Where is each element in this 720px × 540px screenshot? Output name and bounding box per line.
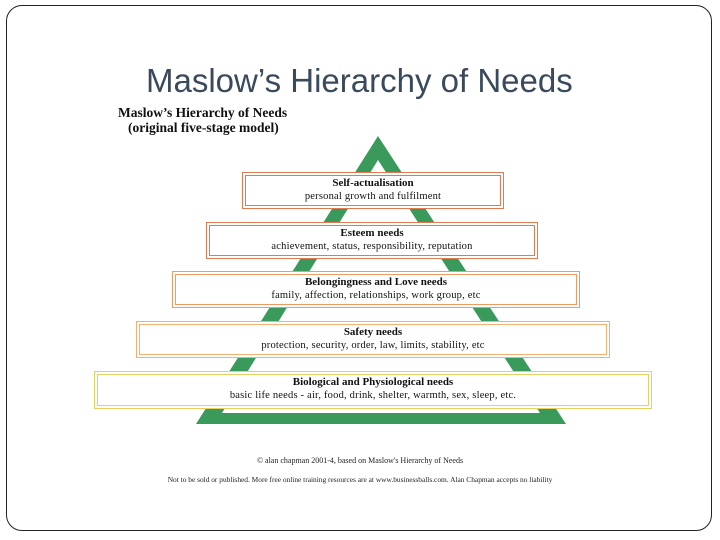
- figure-title: Maslow’s Hierarchy of Needs (original fi…: [118, 105, 287, 135]
- level-safety: Safety needs protection, security, order…: [136, 321, 610, 358]
- level-name: Belongingness and Love needs: [304, 276, 448, 288]
- level-name: Safety needs: [343, 326, 403, 338]
- level-name: Esteem needs: [340, 227, 404, 239]
- level-description: achievement, status, responsibility, rep…: [271, 241, 473, 252]
- credit-line1: © alan chapman 2001-4, based on Maslow's…: [256, 456, 464, 465]
- figure-title-line1: Maslow’s Hierarchy of Needs: [118, 105, 288, 120]
- level-esteem: Esteem needs achievement, status, respon…: [206, 222, 538, 259]
- level-self-actualisation: Self-actualisation personal growth and f…: [242, 172, 504, 209]
- credit-line2: Not to be sold or published. More free o…: [167, 475, 553, 484]
- level-description: basic life needs - air, food, drink, she…: [229, 390, 517, 401]
- level-name: Self-actualisation: [332, 177, 414, 189]
- slide-title: Maslow’s Hierarchy of Needs: [146, 62, 573, 99]
- level-name: Biological and Physiological needs: [292, 376, 454, 388]
- level-belongingness: Belongingness and Love needs family, aff…: [172, 271, 580, 308]
- level-physiological: Biological and Physiological needs basic…: [94, 371, 652, 409]
- figure-title-line2: (original five-stage model): [128, 120, 279, 135]
- level-description: family, affection, relationships, work g…: [271, 290, 481, 301]
- level-description: protection, security, order, law, limits…: [261, 340, 485, 351]
- level-description: personal growth and fulfilment: [304, 191, 442, 202]
